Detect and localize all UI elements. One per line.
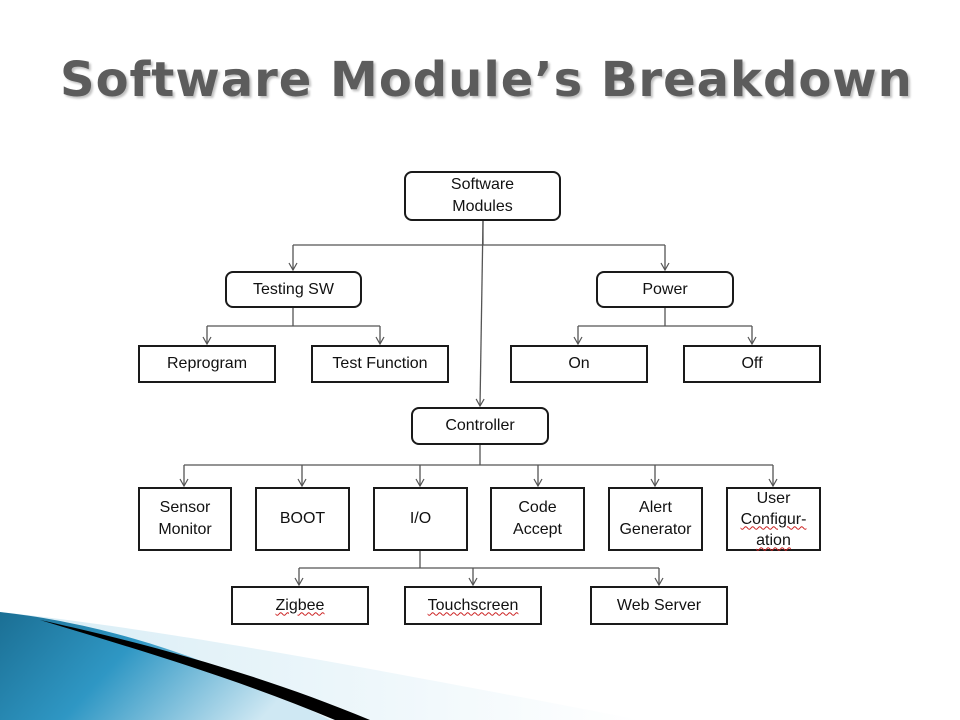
node-label-line2: Configur-	[740, 510, 807, 528]
node-power: Power	[596, 271, 734, 308]
swoosh-blue	[0, 612, 330, 720]
node-user-configuration: User Configur- ation	[726, 487, 821, 551]
node-zigbee: Zigbee	[231, 586, 369, 625]
node-alert-generator: Alert Generator	[608, 487, 703, 551]
node-label: Reprogram	[166, 355, 248, 372]
node-label: Touchscreen	[427, 596, 519, 614]
node-label: Testing SW	[253, 280, 334, 298]
node-label: On	[568, 355, 590, 372]
node-label-line1: User	[756, 489, 791, 507]
node-label: Zigbee	[275, 596, 325, 614]
node-label: Power	[642, 280, 688, 298]
node-label: Test Function	[332, 355, 428, 372]
node-sensor-monitor: Sensor Monitor	[138, 487, 232, 551]
node-label: Web Server	[616, 596, 702, 614]
node-off: Off	[683, 345, 821, 383]
node-label: Alert Generator	[619, 499, 692, 538]
node-label: BOOT	[279, 510, 326, 527]
node-test-function: Test Function	[311, 345, 449, 383]
node-label: I/O	[409, 510, 432, 527]
node-boot: BOOT	[255, 487, 350, 551]
node-reprogram: Reprogram	[138, 345, 276, 383]
node-testing-sw: Testing SW	[225, 271, 362, 308]
node-label: Controller	[445, 417, 515, 434]
swoosh-black	[40, 620, 370, 720]
node-label: Code Accept	[513, 499, 562, 538]
node-touchscreen: Touchscreen	[404, 586, 542, 625]
node-io: I/O	[373, 487, 468, 551]
slide-title: Software Module’s Breakdown	[60, 52, 913, 108]
node-label: Software Modules	[450, 176, 515, 215]
node-web-server: Web Server	[590, 586, 728, 625]
node-on: On	[510, 345, 648, 383]
node-controller: Controller	[411, 407, 549, 445]
node-software-modules: Software Modules	[404, 171, 561, 221]
node-label: Off	[741, 355, 763, 372]
node-label-line3: ation	[756, 531, 791, 549]
node-label: Sensor Monitor	[158, 499, 212, 538]
node-code-accept: Code Accept	[490, 487, 585, 551]
